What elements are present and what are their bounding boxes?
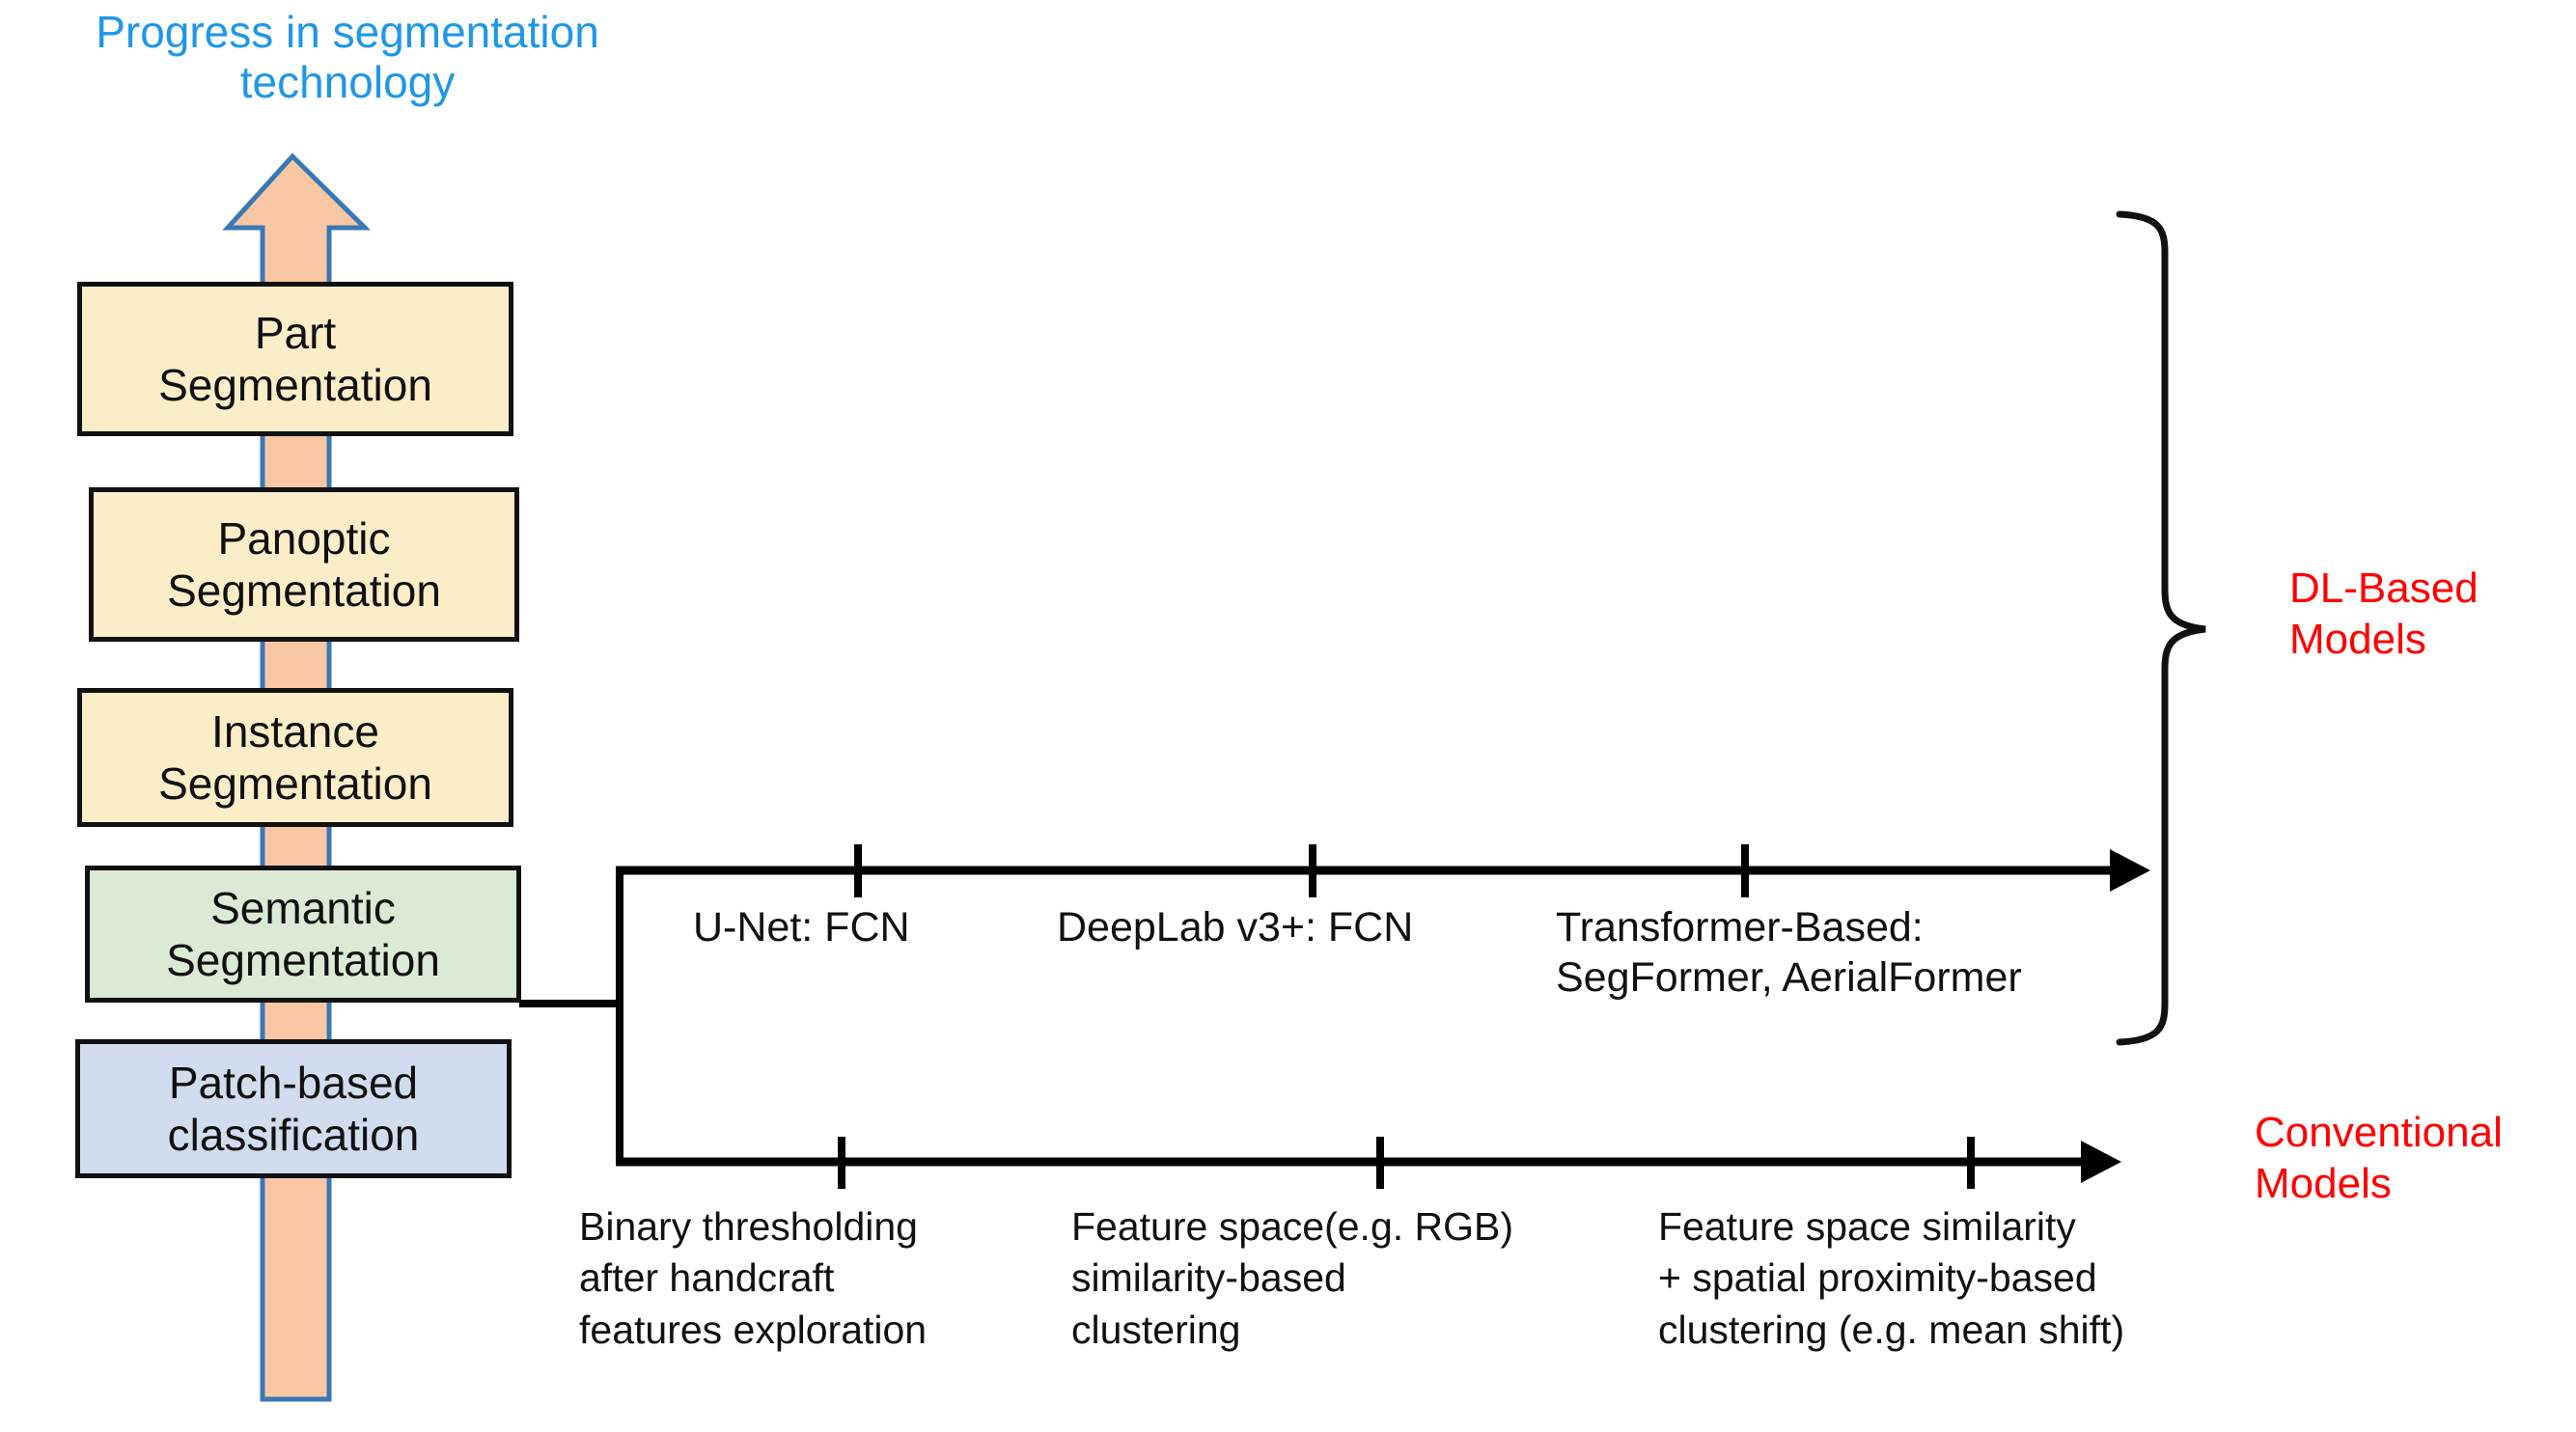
dl-event-label-3: Transformer-Based: SegFormer, AerialForm… <box>1556 904 2022 1002</box>
dl-event-label-2: DeepLab v3+: FCN <box>1057 904 1414 950</box>
category-label-dl-based-models: DL-Based Models <box>2289 565 2479 663</box>
stage-box-instance-segmentation[interactable]: Instance Segmentation <box>77 688 513 827</box>
conventional-event-label-3: Feature space similarity + spatial proxi… <box>1658 1204 2125 1352</box>
stage-box-semantic-segmentation[interactable]: Semantic Segmentation <box>85 866 521 1003</box>
conventional-event-label-2: Feature space(e.g. RGB) similarity-based… <box>1071 1204 1514 1352</box>
dl-event-label-1: U-Net: FCN <box>693 904 910 950</box>
category-label-conventional-models: Conventional Models <box>2255 1109 2503 1207</box>
stage-box-label: Patch-based classification <box>167 1057 420 1160</box>
stage-box-patch-based-classification[interactable]: Patch-based classification <box>75 1039 512 1178</box>
stage-box-label: Part Segmentation <box>158 307 432 410</box>
stage-box-label: Instance Segmentation <box>158 705 432 809</box>
dl-timeline-arrowhead <box>2110 849 2150 892</box>
conventional-event-label-1: Binary thresholding after handcraft feat… <box>579 1204 928 1352</box>
conventional-timeline-arrowhead <box>2081 1141 2121 1183</box>
stage-box-part-segmentation[interactable]: Part Segmentation <box>77 282 513 436</box>
page-title: Progress in segmentation technology <box>96 7 599 107</box>
stage-box-label: Panoptic Segmentation <box>167 512 441 616</box>
stage-box-panoptic-segmentation[interactable]: Panoptic Segmentation <box>89 487 519 642</box>
stage-box-label: Semantic Segmentation <box>166 882 440 985</box>
